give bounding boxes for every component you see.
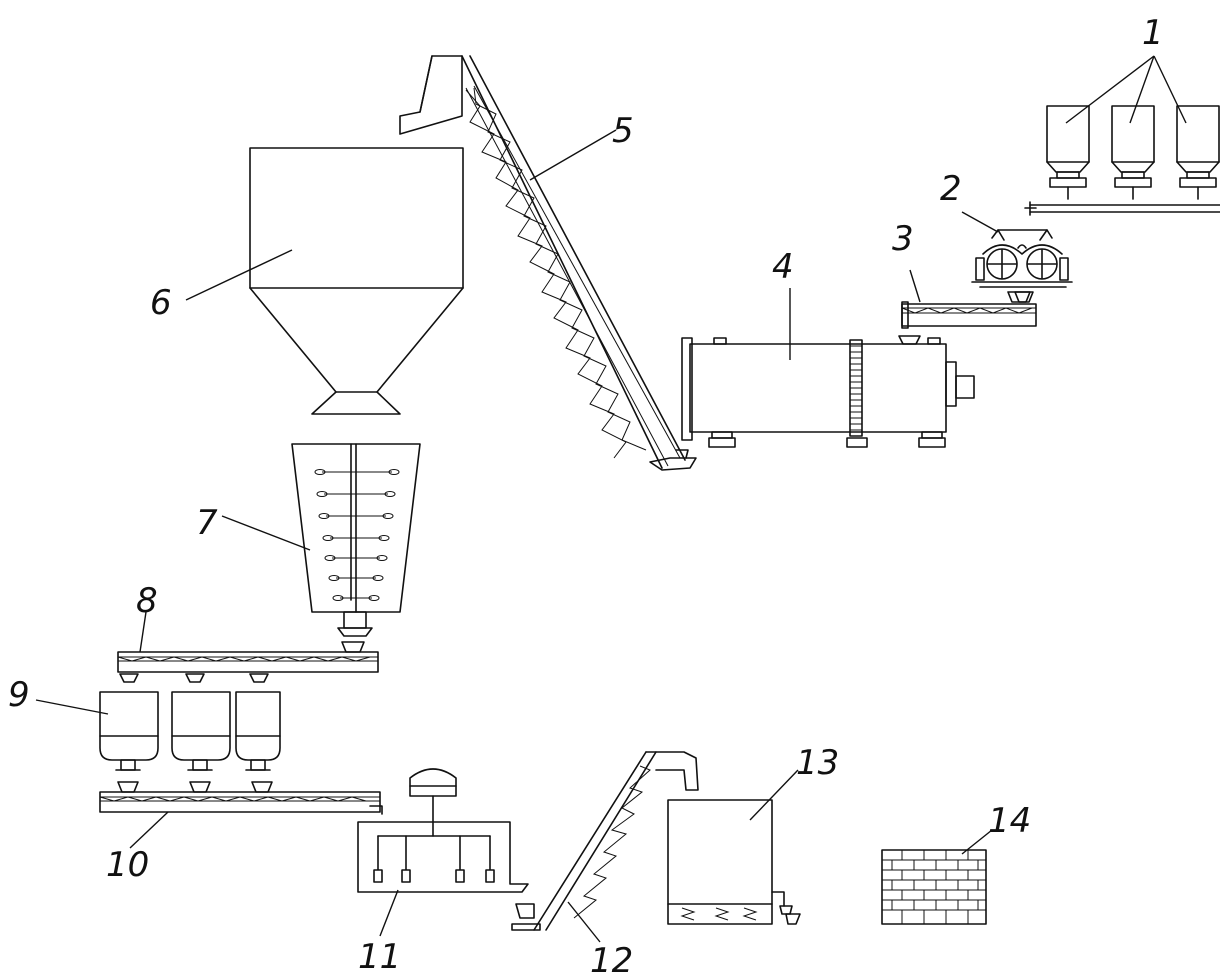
dosing-bins [100,691,280,771]
label-8: 8 [136,581,158,621]
leader-line-14 [962,830,992,854]
label-13: 13 [796,743,839,783]
storage-silo [250,148,463,414]
label-11: 11 [358,937,401,977]
label-4: 4 [772,247,794,287]
leader-line-10 [130,812,168,848]
roll-crusher [972,230,1072,302]
label-1: 1 [1142,13,1164,53]
label-10: 10 [106,845,149,885]
leader-line-11 [380,890,398,936]
press [358,769,528,892]
leader-line-1 [1066,56,1186,123]
raw-material-bins [1047,105,1220,200]
curing-chamber [668,800,800,924]
label-12: 12 [590,941,633,978]
finished-bricks [882,850,986,924]
feed-belt [1025,202,1220,215]
leader-line-8 [140,612,146,652]
mixer [292,444,420,636]
rotary-dryer [682,338,974,447]
screw-conveyor-8 [118,642,378,682]
leader-line-5 [530,130,616,180]
label-7: 7 [196,503,218,543]
screw-conveyor-10 [100,782,382,814]
leader-line-9 [36,700,108,714]
label-3: 3 [892,219,914,259]
label-6: 6 [150,283,172,323]
leader-line-6 [186,250,292,300]
leader-line-12 [568,902,600,942]
leader-line-7 [222,516,310,550]
leader-line-3 [910,270,920,302]
label-9: 9 [8,675,30,715]
bucket-elevator-5 [400,56,696,470]
label-2: 2 [940,169,962,209]
leader-line-13 [750,770,798,820]
leader-line-2 [962,212,998,232]
label-5: 5 [612,111,634,151]
screw-conveyor-3 [899,292,1036,344]
bucket-elevator-12 [512,752,698,930]
label-14: 14 [988,801,1031,841]
